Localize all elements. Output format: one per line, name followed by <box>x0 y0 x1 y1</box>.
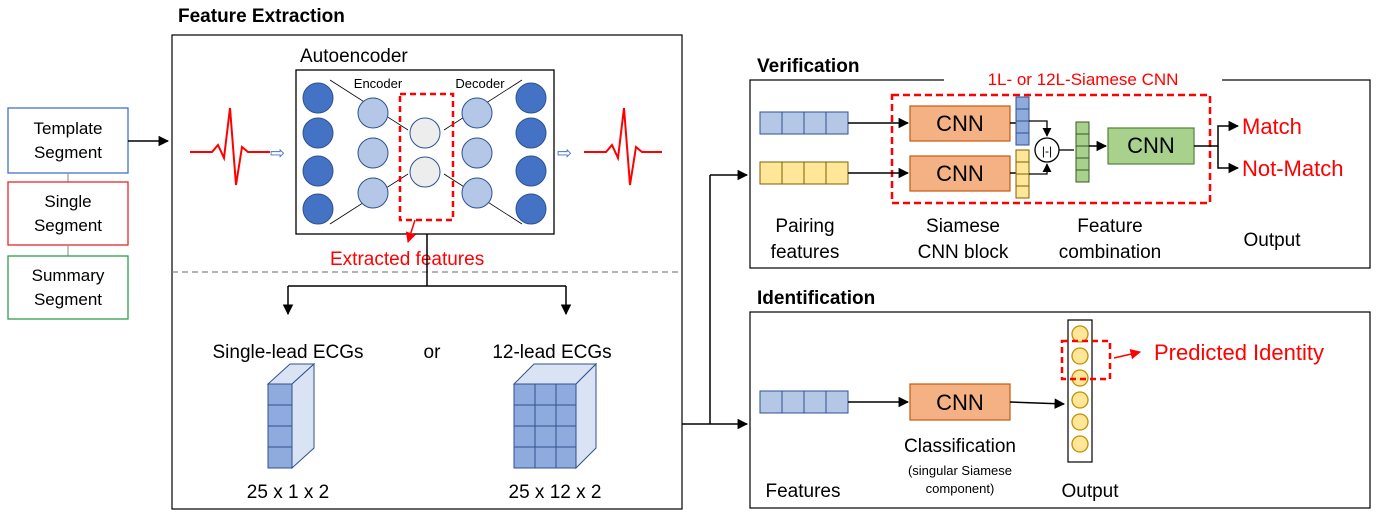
pairing-feature-yellow <box>759 161 849 185</box>
siamese-cnn-bottom-label: CNN <box>936 161 984 186</box>
single-lead-tensor <box>266 362 316 470</box>
classification-cnn <box>909 383 1011 421</box>
autoencoder-label: Autoencoder <box>300 46 408 67</box>
identification-panel: Identification CNN Predicted Identity Fe… <box>749 288 1371 509</box>
predicted-pointer <box>1113 349 1142 360</box>
template-segment-line2: Segment <box>34 143 102 162</box>
verification-output-label: Output <box>1243 230 1301 251</box>
summary-segment-line2: Segment <box>34 290 102 309</box>
siamese-label-bg <box>944 60 1222 98</box>
siamese-block-line1: Siamese <box>926 216 1000 237</box>
classification-sub-line1: (singular Siamese <box>908 463 1012 478</box>
ecg-input-wave <box>190 107 270 186</box>
abs-difference-symbol: |-| <box>1042 144 1052 158</box>
decoder-label: Decoder <box>455 76 505 91</box>
extracted-features-label: Extracted features <box>330 249 484 270</box>
latent-highlight <box>398 92 455 222</box>
match-label: Match <box>1242 114 1302 139</box>
summary-segment-line1: Summary <box>32 266 105 285</box>
pairing-features-line1: Pairing <box>775 216 834 237</box>
node <box>302 117 334 149</box>
node <box>515 117 547 149</box>
hollow-arrow-icon: ⇨ <box>557 143 572 164</box>
single-segment-line1: Single <box>44 192 91 211</box>
twelve-lead-label: 12-lead ECGs <box>492 342 611 363</box>
node <box>302 193 334 225</box>
node <box>357 137 389 169</box>
node <box>515 82 547 114</box>
classification-sub-line2: component) <box>926 481 995 496</box>
single-segment-line2: Segment <box>34 216 102 235</box>
embedding-blue <box>1015 96 1030 146</box>
node <box>357 177 389 209</box>
siamese-cnn-top-label: CNN <box>936 111 984 136</box>
branch-connectors <box>682 169 749 430</box>
autoencoder-nodes <box>302 82 547 225</box>
predicted-highlight <box>1060 339 1112 381</box>
combination-cnn <box>1107 127 1195 165</box>
pairing-features-line2: features <box>771 242 840 263</box>
latent-node <box>409 117 441 149</box>
combination-cnn-label: CNN <box>1127 133 1175 158</box>
feature-combination-line2: combination <box>1059 242 1161 263</box>
ecg-output-wave <box>584 107 662 186</box>
identification-title: Identification <box>757 288 875 309</box>
node <box>461 97 493 129</box>
encoder-label: Encoder <box>354 76 403 91</box>
node <box>461 177 493 209</box>
siamese-cnn-top <box>909 105 1011 142</box>
identification-frame <box>749 311 1371 509</box>
template-segment-line1: Template <box>34 119 103 138</box>
node <box>515 193 547 225</box>
siamese-highlight <box>890 93 1212 205</box>
not-match-label: Not-Match <box>1242 156 1343 181</box>
template-segment-box <box>7 107 129 174</box>
feature-extraction-panel: Feature Extraction ⇨ Autoencoder Encoder… <box>171 6 683 510</box>
single-lead-label: Single-lead ECGs <box>212 342 363 363</box>
predicted-identity-label: Predicted Identity <box>1154 340 1324 365</box>
combined-feature-vector <box>1075 121 1090 183</box>
autoencoder-box <box>295 69 555 235</box>
node <box>302 82 334 114</box>
node <box>515 155 547 187</box>
latent-node <box>409 156 441 188</box>
siamese-block-line2: CNN block <box>918 242 1009 263</box>
feature-combination-line1: Feature <box>1077 216 1142 237</box>
identification-output-label: Output <box>1061 481 1119 502</box>
hollow-arrow-icon: ⇨ <box>270 143 285 164</box>
extracted-features-pointer <box>405 219 416 244</box>
summary-segment-box <box>7 255 129 320</box>
twelve-lead-dimensions: 25 x 12 x 2 <box>509 482 602 503</box>
pairing-feature-blue <box>759 111 849 135</box>
verification-panel: Verification 1L- or 12L-Siamese CNN CNN … <box>749 56 1371 269</box>
classification-label: Classification <box>904 436 1016 457</box>
node <box>461 137 493 169</box>
input-segments: Template Segment Single Segment Summary … <box>7 107 170 320</box>
identification-features-label: Features <box>766 481 841 502</box>
single-lead-dimensions: 25 x 1 x 2 <box>247 482 329 503</box>
verification-title: Verification <box>757 56 859 77</box>
classification-cnn-label: CNN <box>936 390 984 415</box>
embedding-yellow <box>1015 149 1030 199</box>
node <box>357 97 389 129</box>
identification-feature-vector <box>759 390 849 414</box>
twelve-lead-tensor <box>512 362 598 470</box>
node <box>302 155 334 187</box>
feature-extraction-title: Feature Extraction <box>178 6 345 27</box>
siamese-cnn-label: 1L- or 12L-Siamese CNN <box>988 70 1179 89</box>
verification-frame <box>749 79 1371 269</box>
or-label: or <box>424 342 442 363</box>
